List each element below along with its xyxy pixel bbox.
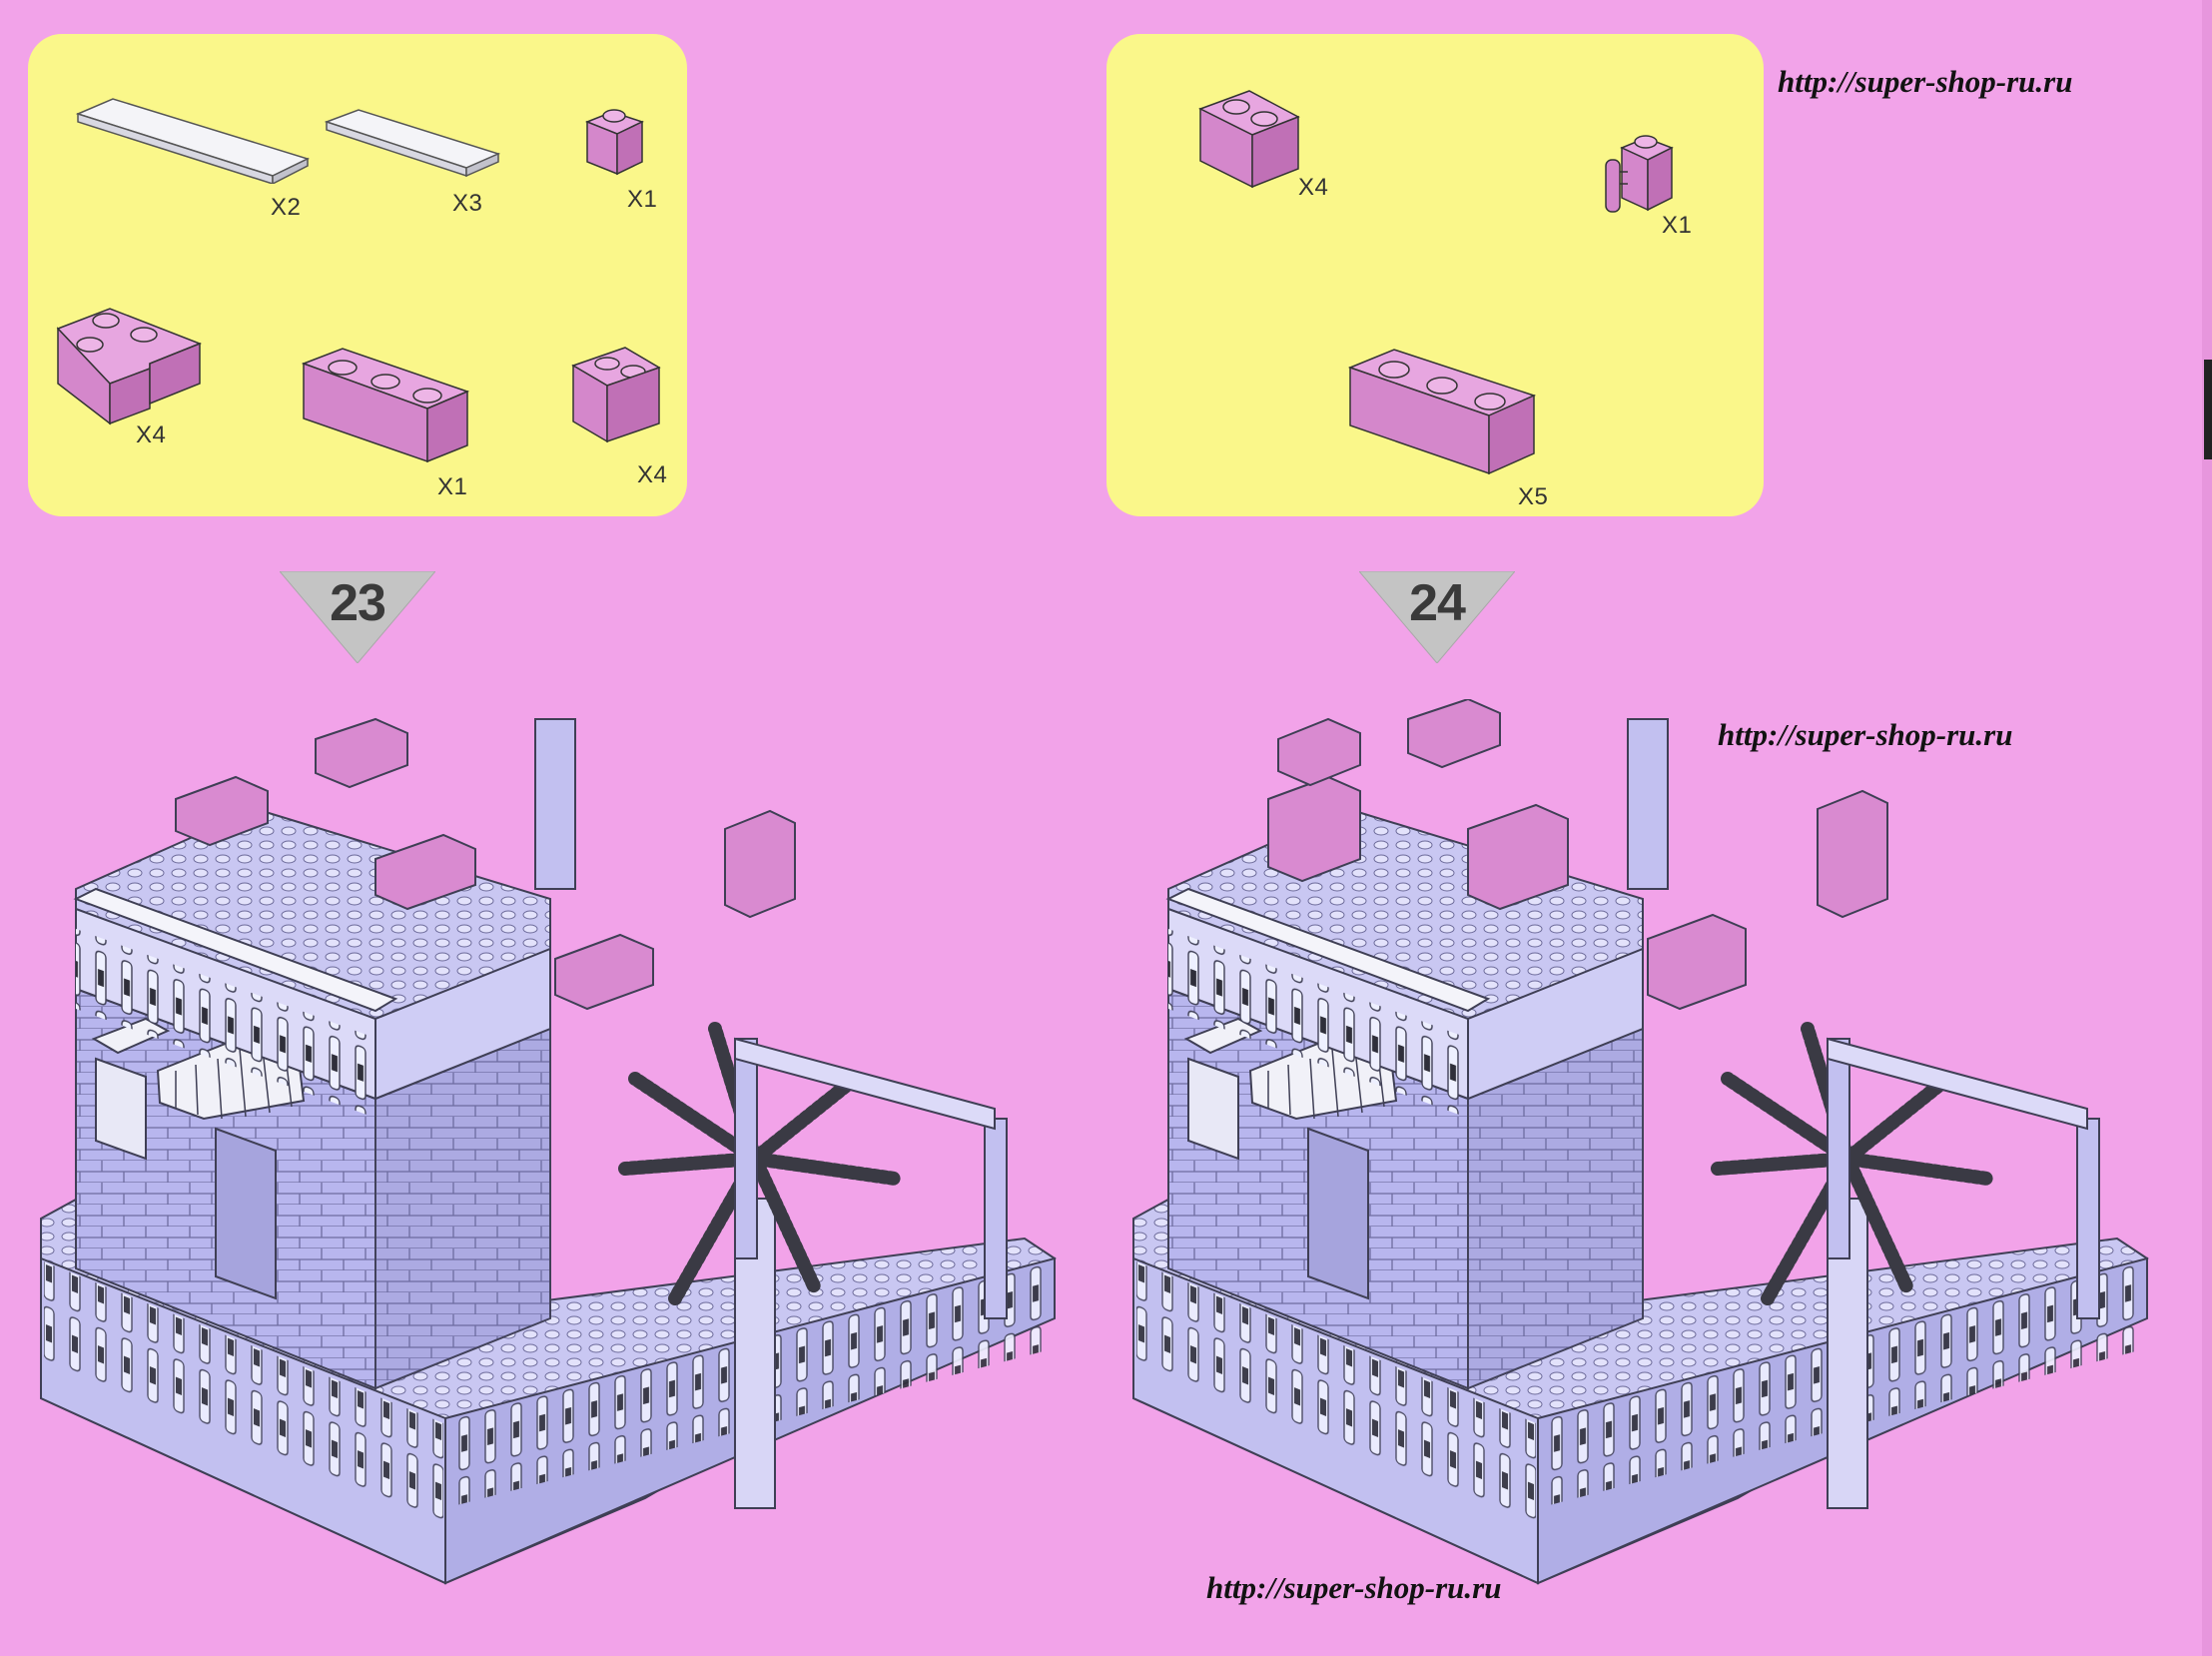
- parts-panel-step-23: X2 X3 X1 X4 X1 X4: [28, 34, 687, 516]
- watermark-url: http://super-shop-ru.ru: [1778, 64, 2073, 99]
- pink-1x3-brick-icon: [301, 348, 470, 463]
- watermark-url: http://super-shop-ru.ru: [1718, 717, 2013, 752]
- pink-1x3-brick-icon: [1347, 349, 1537, 475]
- down-arrow-icon: [278, 570, 437, 664]
- part-qty: X3: [452, 190, 483, 217]
- model-illustration-step-23: [40, 717, 1057, 1585]
- medium-white-plate-icon: [324, 109, 501, 178]
- pink-1x1-clip-brick-icon: [1605, 135, 1674, 213]
- watermark-url: http://super-shop-ru.ru: [1206, 1570, 1502, 1605]
- step-number: 23: [330, 574, 386, 632]
- pink-1x2-brick-icon: [1198, 90, 1300, 189]
- part-qty: X1: [1662, 212, 1693, 239]
- page-edge: [2202, 0, 2212, 1656]
- pink-1x1-brick-icon: [584, 109, 644, 176]
- part-qty: X1: [437, 473, 468, 500]
- long-white-plate-icon: [75, 98, 311, 184]
- pink-1x2-brick-icon: [571, 347, 661, 443]
- swing-frame: [734, 1037, 1008, 1319]
- part-qty: X5: [1518, 483, 1549, 510]
- pink-corner-brick-icon: [56, 308, 203, 425]
- part-qty: X4: [136, 421, 167, 448]
- pink-roof-bricks: [175, 717, 796, 1011]
- part-qty: X4: [637, 461, 668, 488]
- step-number: 24: [1409, 574, 1466, 632]
- part-qty: X1: [627, 186, 658, 213]
- part-qty: X4: [1298, 174, 1329, 201]
- step-number-arrow: 23: [278, 570, 437, 664]
- down-arrow-icon: [1357, 570, 1517, 664]
- parts-panel-step-24: X4 X1 X5: [1106, 34, 1764, 516]
- swing-frame: [1827, 1037, 2100, 1319]
- part-qty: X2: [271, 194, 302, 221]
- rooftop-balcony: [1165, 807, 1644, 1119]
- step-number-arrow: 24: [1357, 570, 1517, 664]
- pink-roof-bricks: [1267, 699, 1888, 1011]
- page-edge-shadow: [2204, 360, 2212, 459]
- model-illustration-step-24: [1132, 699, 2149, 1585]
